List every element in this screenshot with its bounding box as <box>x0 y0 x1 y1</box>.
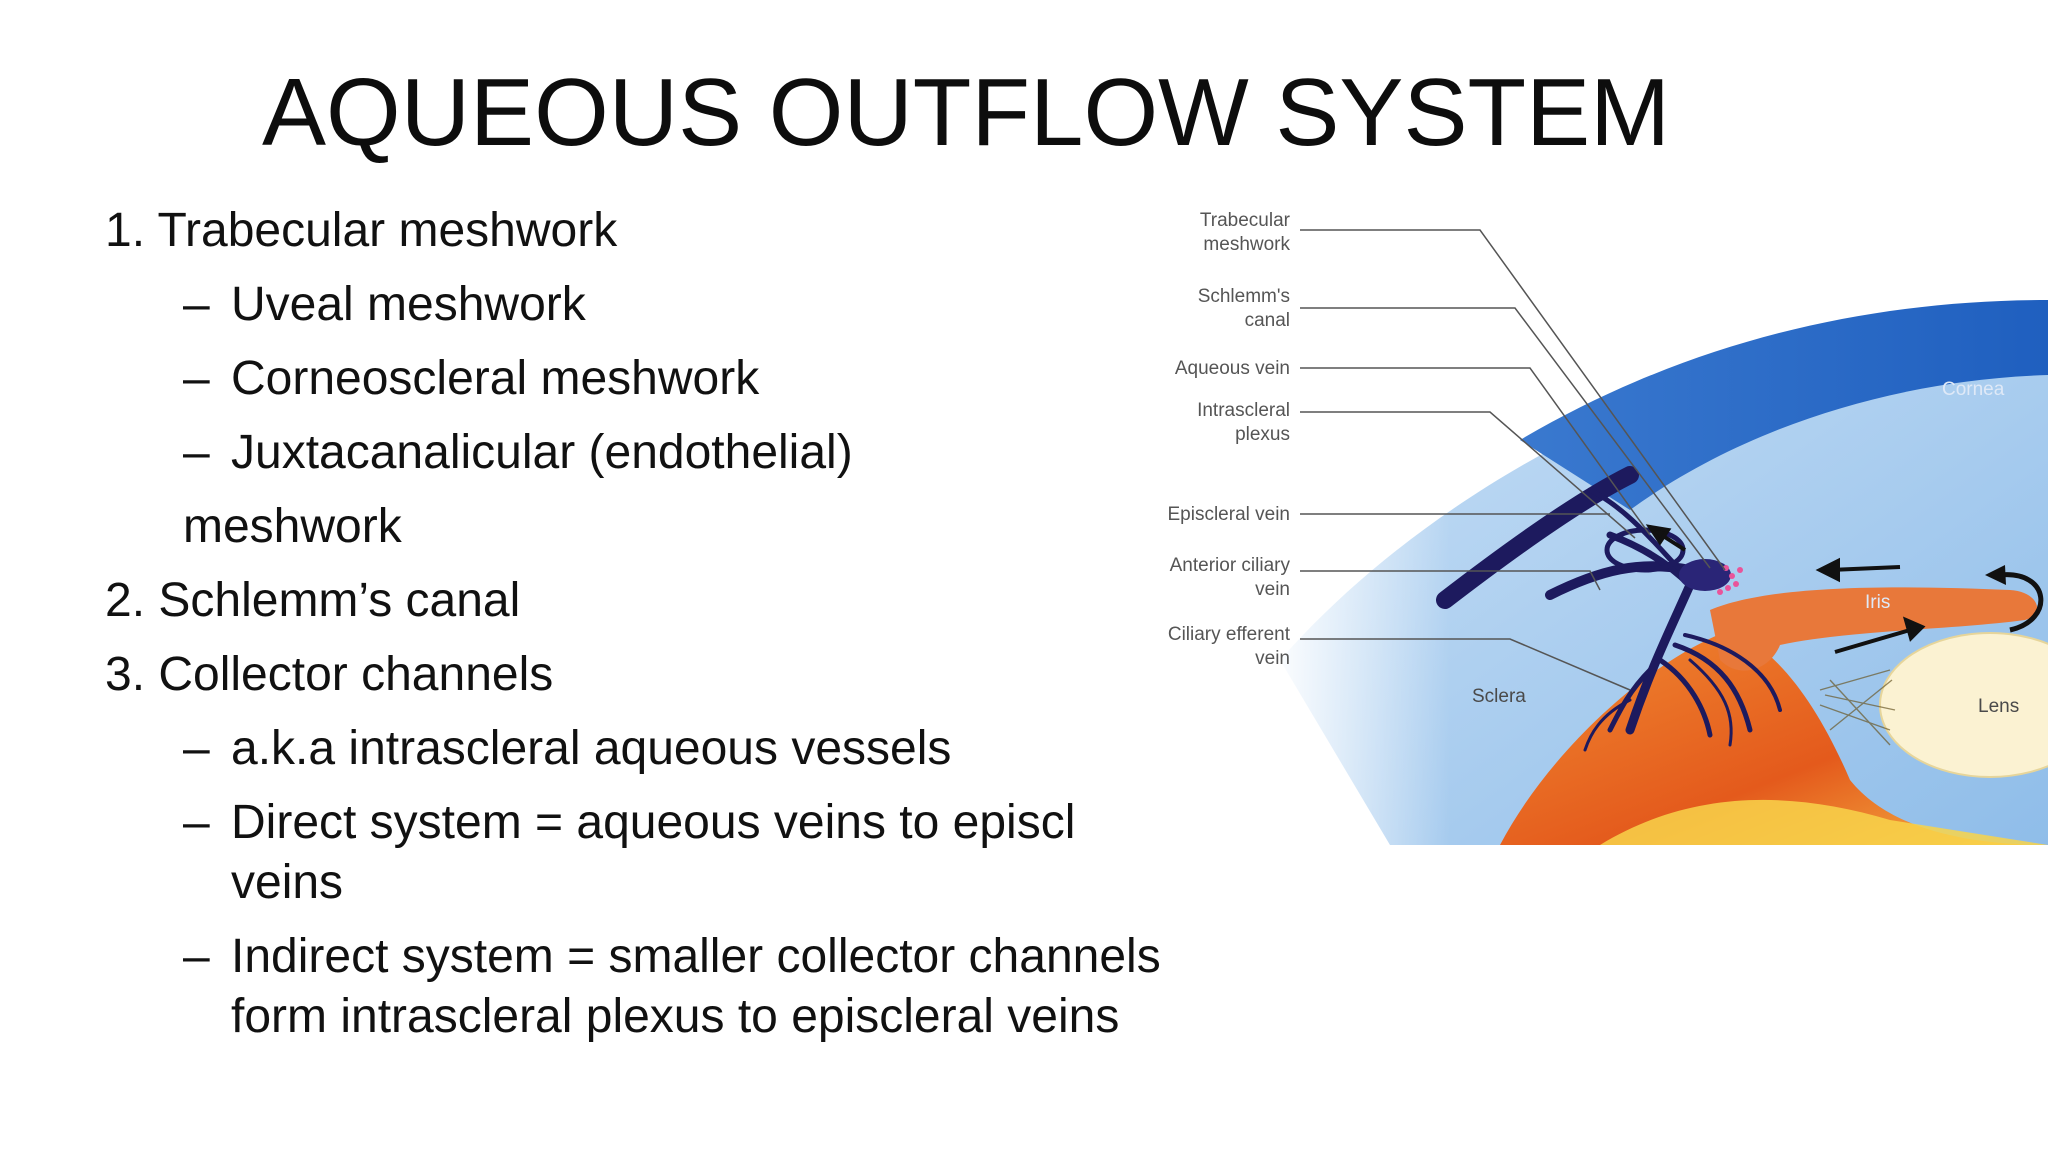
bullet-dash: – <box>183 930 210 983</box>
vein-network <box>1436 466 1782 752</box>
trabecular-dots <box>1717 565 1743 595</box>
label-trabecular-1: Trabecular <box>1200 210 1291 231</box>
label-schlemm-2: canal <box>1245 310 1290 331</box>
schlemms-canal <box>1679 559 1731 591</box>
curved-arrow-head <box>1985 565 2006 585</box>
bullet-item: 1. Trabecular meshwork <box>105 204 618 257</box>
ciliary-lower-glow <box>1600 799 2048 845</box>
bullet-dash: – <box>183 796 210 849</box>
sub-bullet-continuation: form intrascleral plexus to episcleral v… <box>231 990 1120 1043</box>
lens <box>1879 632 2048 778</box>
eye-anatomy-diagram: Trabecular meshwork Schlemm's canal Aque… <box>1130 190 2048 850</box>
diagram-svg: Trabecular meshwork Schlemm's canal Aque… <box>1168 210 2048 850</box>
label-intrascleral-2: plexus <box>1235 424 1290 445</box>
cornea-band <box>1520 300 2048 510</box>
label-episcleral-vein: Episcleral vein <box>1168 504 1291 525</box>
bullet-item: 3. Collector channels <box>105 648 554 701</box>
slide-title: AQUEOUS OUTFLOW SYSTEM <box>262 59 1671 166</box>
label-sclera: Sclera <box>1472 686 1526 707</box>
flow-arrows <box>1645 524 1926 654</box>
sub-bullet-text: Uveal meshwork <box>231 278 586 331</box>
sub-bullet-continuation: veins <box>231 856 344 909</box>
leader-lines <box>1300 229 1726 691</box>
sub-bullet-text: Corneoscleral meshwork <box>231 352 760 405</box>
sub-bullet-item: –Indirect system = smaller collector cha… <box>183 926 1161 988</box>
label-trabecular-2: meshwork <box>1203 234 1290 255</box>
bullet-dash: – <box>183 722 210 775</box>
label-cornea: Cornea <box>1942 379 2005 400</box>
curved-arrow <box>1999 572 2044 633</box>
label-ciliary-efferent-2: vein <box>1255 648 1290 669</box>
sub-bullet-text: a.k.a intrascleral aqueous vessels <box>231 722 952 775</box>
label-aqueous-vein: Aqueous vein <box>1175 358 1290 379</box>
iris <box>1710 587 2037 671</box>
label-anterior-ciliary-2: vein <box>1255 579 1290 600</box>
bullet-dash: – <box>183 426 210 479</box>
sub-bullet-text: Direct system = aqueous veins to episcl <box>231 796 1076 849</box>
fade-overlay <box>1270 290 1450 850</box>
bullet-item: 2. Schlemm’s canal <box>105 574 521 627</box>
bullet-dash: – <box>183 278 210 331</box>
sub-bullet-text: Juxtacanalicular (endothelial) <box>231 426 853 479</box>
sub-bullet-item: –Juxtacanalicular (endothelial) <box>183 422 853 484</box>
sub-bullet-item: –a.k.a intrascleral aqueous vessels <box>183 718 951 780</box>
bullet-dash: – <box>183 352 210 405</box>
label-schlemm-1: Schlemm's <box>1198 286 1290 307</box>
sub-bullet-text: Indirect system = smaller collector chan… <box>231 930 1161 983</box>
label-anterior-ciliary-1: Anterior ciliary <box>1170 555 1291 576</box>
label-lens: Lens <box>1978 696 2019 717</box>
sub-bullet-continuation: meshwork <box>183 500 402 553</box>
label-intrascleral-1: Intrascleral <box>1197 400 1290 421</box>
ciliary-body <box>1500 630 2048 845</box>
sub-bullet-item: –Corneoscleral meshwork <box>183 348 759 410</box>
sub-bullet-item: –Uveal meshwork <box>183 274 586 336</box>
sub-bullet-item: –Direct system = aqueous veins to episcl <box>183 792 1075 854</box>
zonule-fibers <box>1819 669 1896 746</box>
label-ciliary-efferent-1: Ciliary efferent <box>1168 624 1291 645</box>
label-iris: Iris <box>1865 592 1890 613</box>
